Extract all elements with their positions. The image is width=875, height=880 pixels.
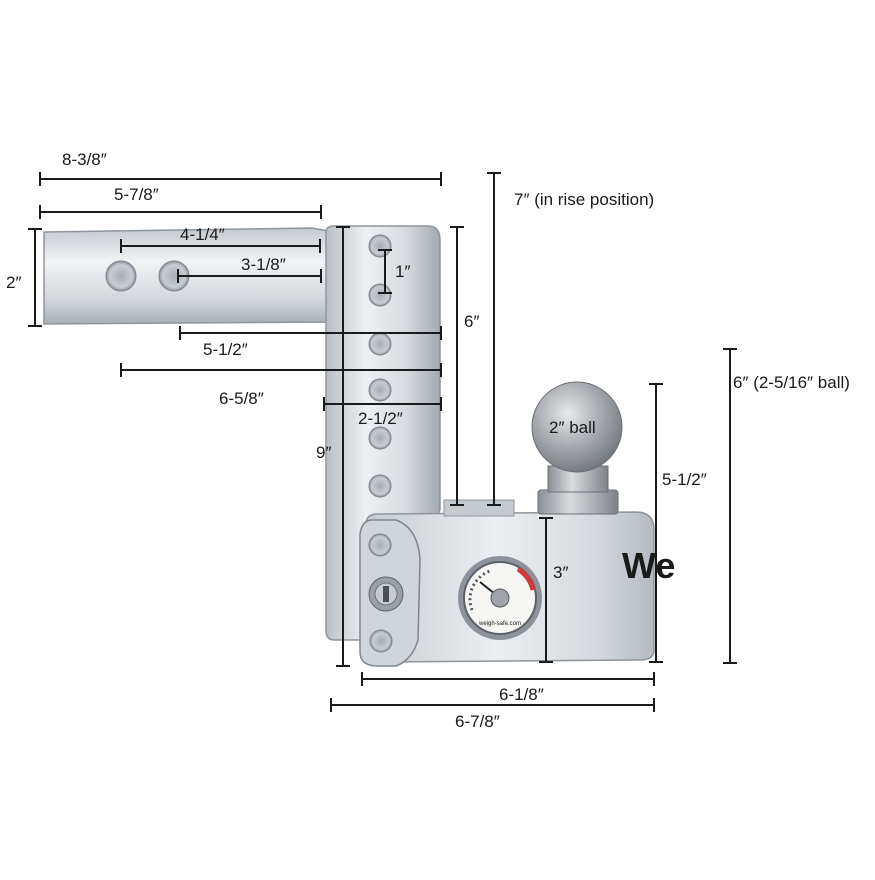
label-head-overall: 6-7/8″ xyxy=(455,712,500,731)
label-hole-spacing-b: 3-1/8″ xyxy=(241,255,286,274)
plate-hole xyxy=(368,533,392,557)
label-drop-overall: 9″ xyxy=(316,443,331,462)
label-head-height: 3″ xyxy=(553,563,568,582)
lock-pin-icon xyxy=(368,576,404,612)
plate-hole xyxy=(369,629,393,653)
drop-hole xyxy=(368,426,392,450)
label-hole-pitch: 1″ xyxy=(395,262,410,281)
brand-letters: We xyxy=(622,545,675,586)
shank-hole xyxy=(105,260,137,292)
label-span-6-5-8: 6-5/8″ xyxy=(219,389,264,408)
label-hole-spacing-a: 4-1/4″ xyxy=(180,225,225,244)
drop-hole xyxy=(368,332,392,356)
hitch-product: We weigh-safe.com xyxy=(43,225,675,667)
label-shank-height: 2″ xyxy=(6,273,21,292)
label-head-length: 6-1/8″ xyxy=(499,685,544,704)
dimension-labels: 8-3/8″ 5-7/8″ 4-1/4″ 3-1/8″ 2″ 1″ 6″ 7″ … xyxy=(6,150,850,731)
label-overall-length: 8-3/8″ xyxy=(62,150,107,169)
weight-gauge: weigh-safe.com xyxy=(458,556,542,640)
dimension-lines xyxy=(28,172,737,712)
label-span-5-1-2: 5-1/2″ xyxy=(203,340,248,359)
gauge-site-label: weigh-safe.com xyxy=(478,621,521,627)
label-rise-position: 7″ (in rise position) xyxy=(514,190,654,209)
label-shank-to-hole: 5-7/8″ xyxy=(114,185,159,204)
label-ball-height-alt: 6″ (2-5/16″ ball) xyxy=(733,373,850,392)
hitch-ball xyxy=(531,381,623,515)
drop-hole xyxy=(368,234,392,258)
drop-hole xyxy=(368,474,392,498)
label-ball-size: 2″ ball xyxy=(549,418,596,437)
label-ball-height: 5-1/2″ xyxy=(662,470,707,489)
label-drop-span: 6″ xyxy=(464,312,479,331)
drop-hole-column xyxy=(368,234,392,498)
drop-hole xyxy=(368,283,392,307)
label-span-2-1-2: 2-1/2″ xyxy=(358,409,403,428)
head-top-lip xyxy=(443,499,515,517)
drop-hole xyxy=(368,378,392,402)
